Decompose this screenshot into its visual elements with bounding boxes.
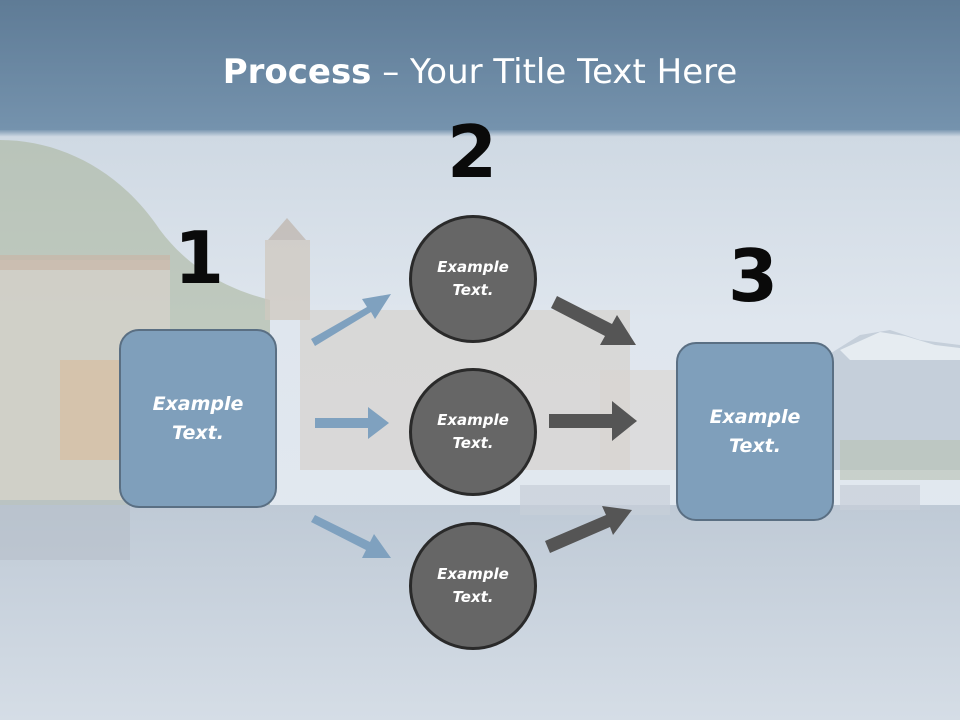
arrow-middle-to-step3 <box>549 401 637 441</box>
step-3-text: Example Text. <box>709 406 801 457</box>
step-2-text-middle: Example Text. <box>437 410 509 452</box>
title-bold: Process <box>222 52 372 92</box>
step-number-2: 2 <box>446 110 498 194</box>
step-number-1: 1 <box>173 216 225 300</box>
step-2-circle-bottom: Example Text. <box>409 522 537 650</box>
step-2-text-top: Example Text. <box>437 257 509 299</box>
arrow-top-to-step3 <box>551 296 636 345</box>
step-2-circle-top: Example Text. <box>409 215 537 343</box>
arrow-bottom-to-step3 <box>545 506 632 553</box>
step-1-text: Example Text. <box>152 393 244 444</box>
slide-title: Process – Your Title Text Here <box>0 52 960 92</box>
step-2-text-bottom: Example Text. <box>437 564 509 606</box>
step-2-circle-middle: Example Text. <box>409 368 537 496</box>
step-3-box: Example Text. <box>676 342 834 521</box>
step-number-3: 3 <box>727 234 779 318</box>
arrow-step1-to-top <box>311 294 391 346</box>
arrow-step1-to-bottom <box>311 515 391 558</box>
title-rest: – Your Title Text Here <box>371 52 738 92</box>
arrow-step1-to-middle <box>315 407 389 439</box>
step-1-box: Example Text. <box>119 329 277 508</box>
